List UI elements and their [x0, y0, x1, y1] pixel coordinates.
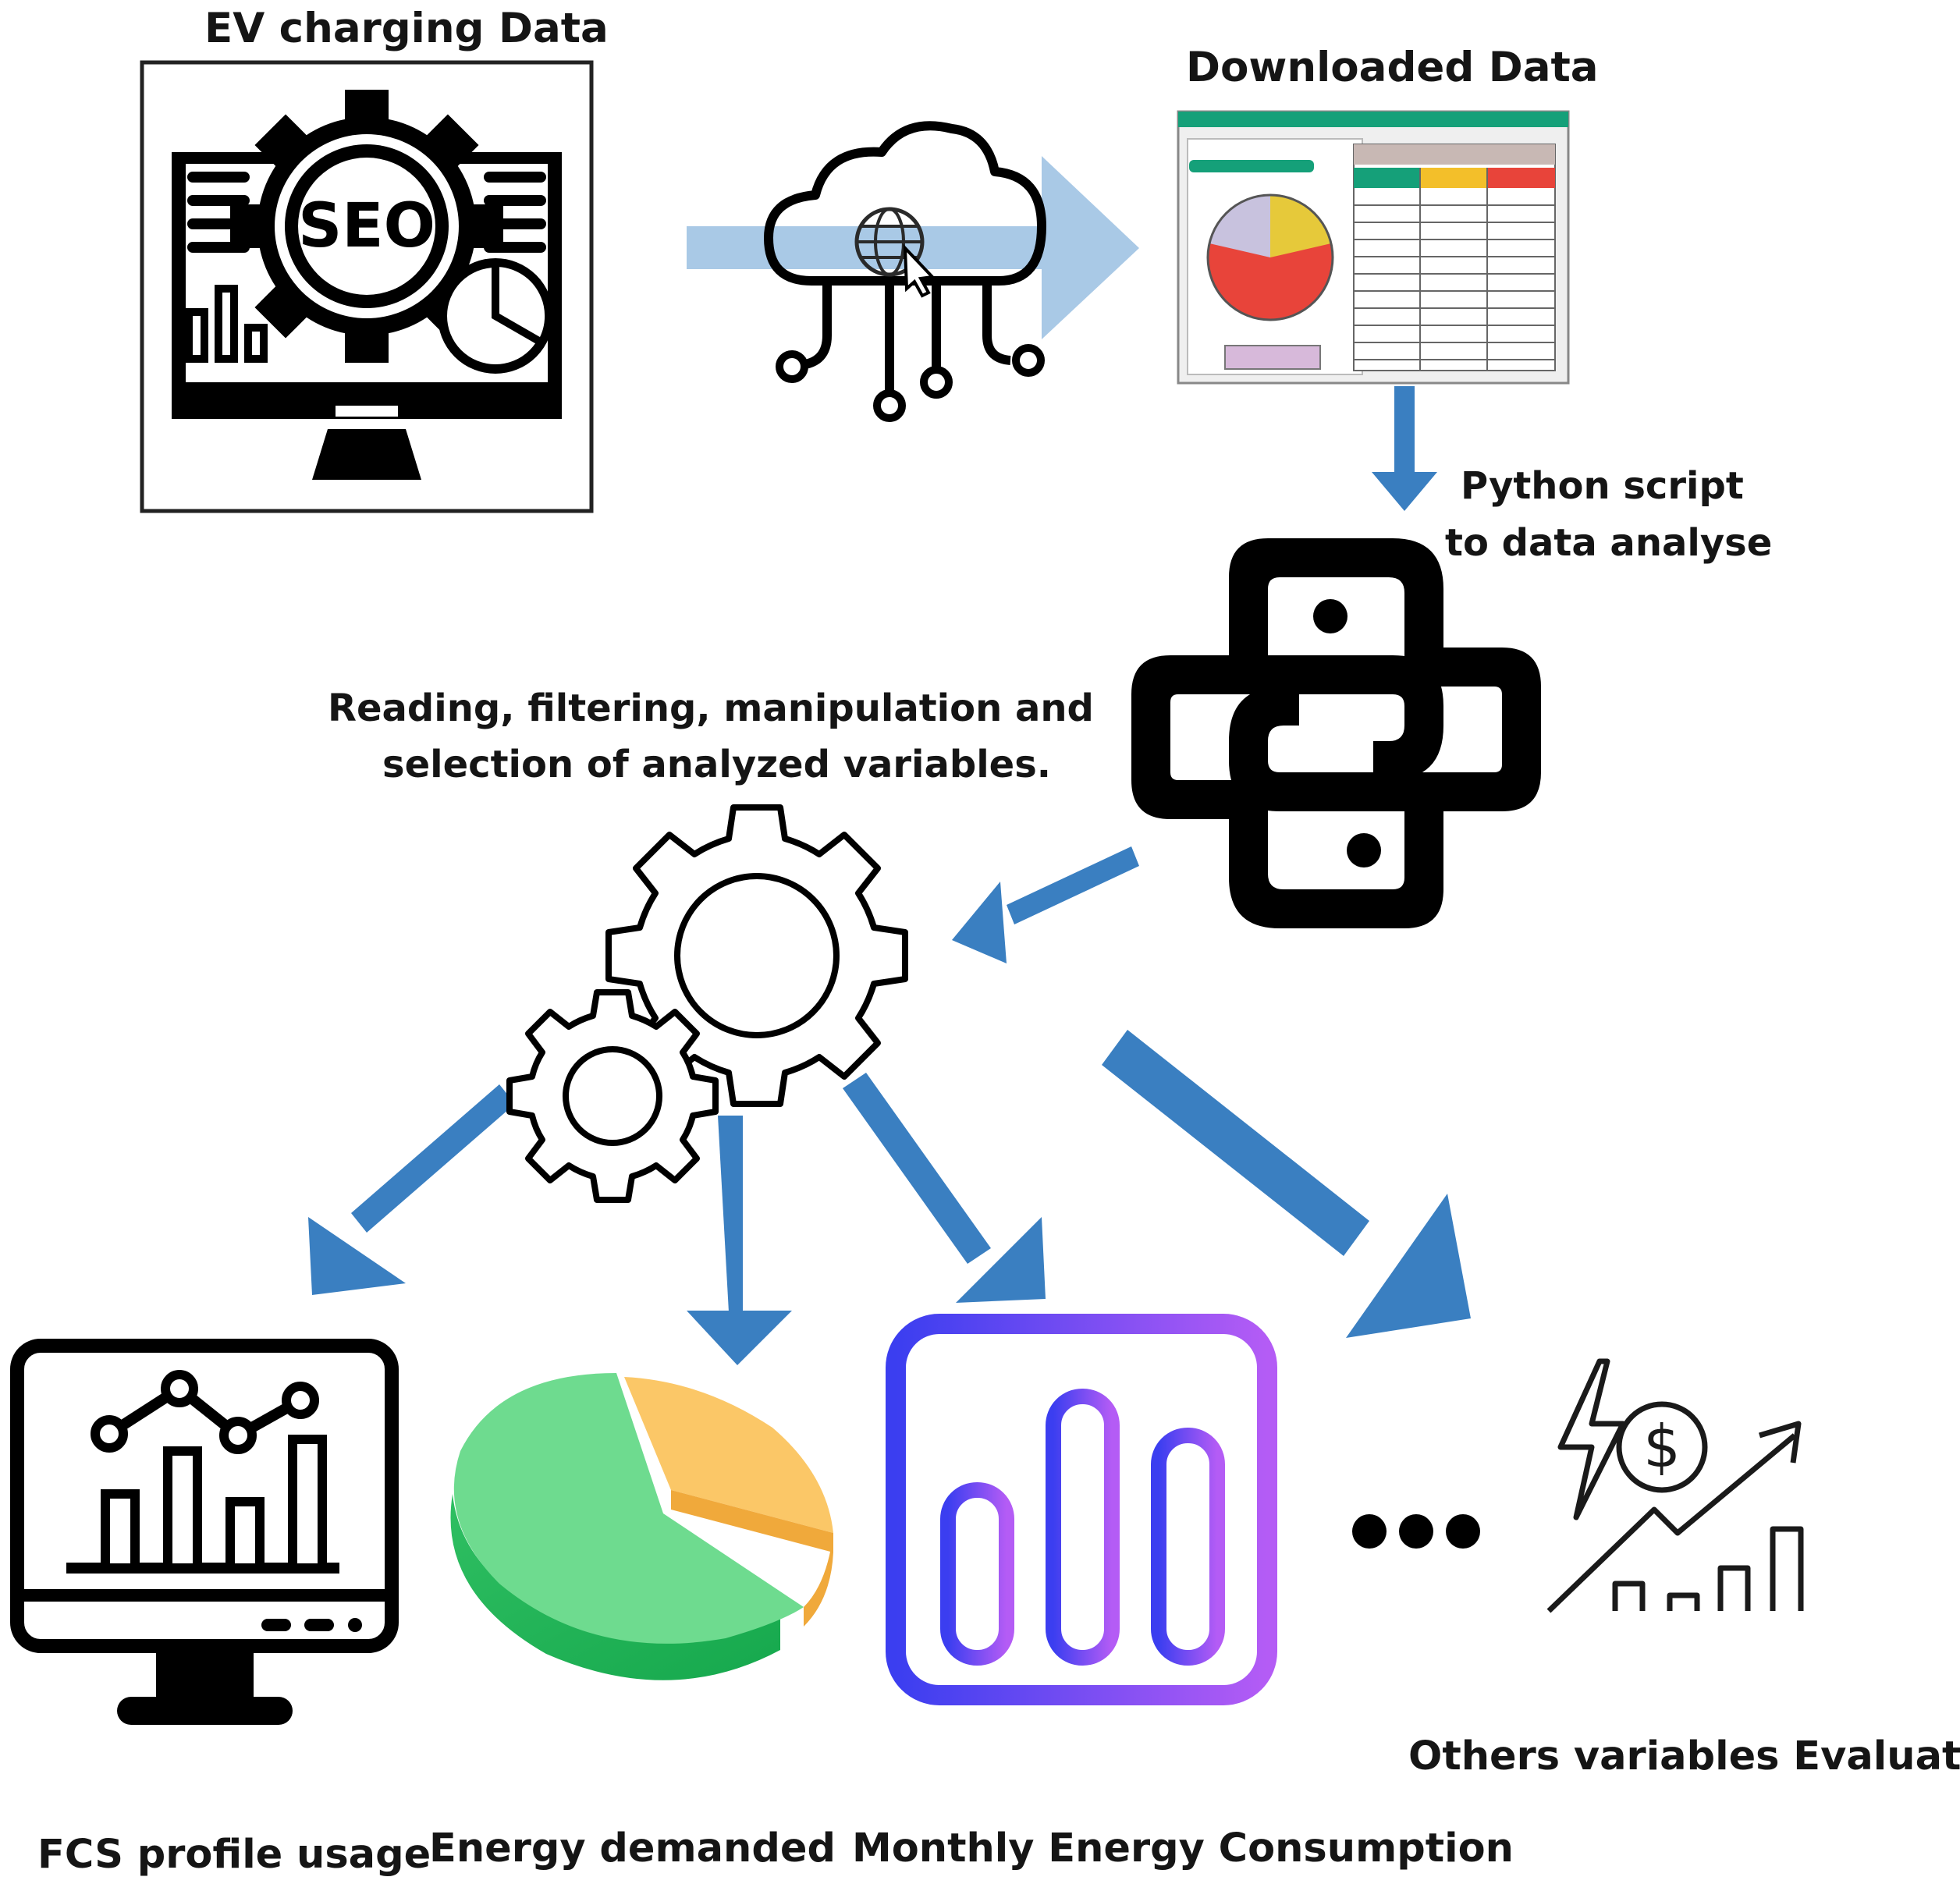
- python-logo-icon: [1131, 538, 1541, 928]
- dollar-sign: $: [1643, 1412, 1681, 1481]
- seo-text: SEO: [298, 191, 435, 261]
- spreadsheet-icon: [1177, 110, 1570, 385]
- label-fcs-profile-usage: FCS profile usage: [37, 1832, 431, 1878]
- seo-monitor-icon: SEO: [140, 60, 594, 513]
- label-energy-demanded: Energy demanded: [429, 1825, 836, 1872]
- gears-icon: [506, 804, 908, 1203]
- label-others-variables: Others variables Evaluated: [1408, 1733, 1960, 1779]
- bar-chart-icon: [886, 1314, 1277, 1705]
- arrow-to-fcs: [308, 1084, 515, 1295]
- arrow-to-monthly: [843, 1073, 1046, 1303]
- label-ev-charging-data: EV charging Data: [204, 5, 609, 52]
- label-python-script-line1: Python script: [1461, 464, 1744, 508]
- label-python-script-line2: to data analyse: [1445, 521, 1773, 565]
- flow-arrows: [308, 386, 1471, 1365]
- energy-finance-growth-icon: $: [1546, 1358, 1804, 1613]
- arrow-to-gears: [952, 846, 1139, 963]
- label-reading-line2: selection of analyzed variables.: [382, 743, 1052, 786]
- label-monthly-energy-consumption: Monthly Energy Consumption: [852, 1825, 1514, 1872]
- pie-chart-3d-icon: [450, 1373, 833, 1680]
- arrow-to-energy-demanded: [687, 1116, 792, 1365]
- cloud-globe-icon: [764, 121, 1046, 422]
- ellipsis-icon: [1352, 1514, 1480, 1549]
- label-downloaded-data: Downloaded Data: [1186, 44, 1599, 91]
- arrow-to-python: [1372, 386, 1437, 511]
- monitor-line-chart-icon: [10, 1339, 399, 1725]
- label-reading-line1: Reading, filtering, manipulation and: [328, 687, 1094, 730]
- arrow-to-others: [1102, 1030, 1471, 1338]
- light-flow-arrow: [687, 156, 1139, 339]
